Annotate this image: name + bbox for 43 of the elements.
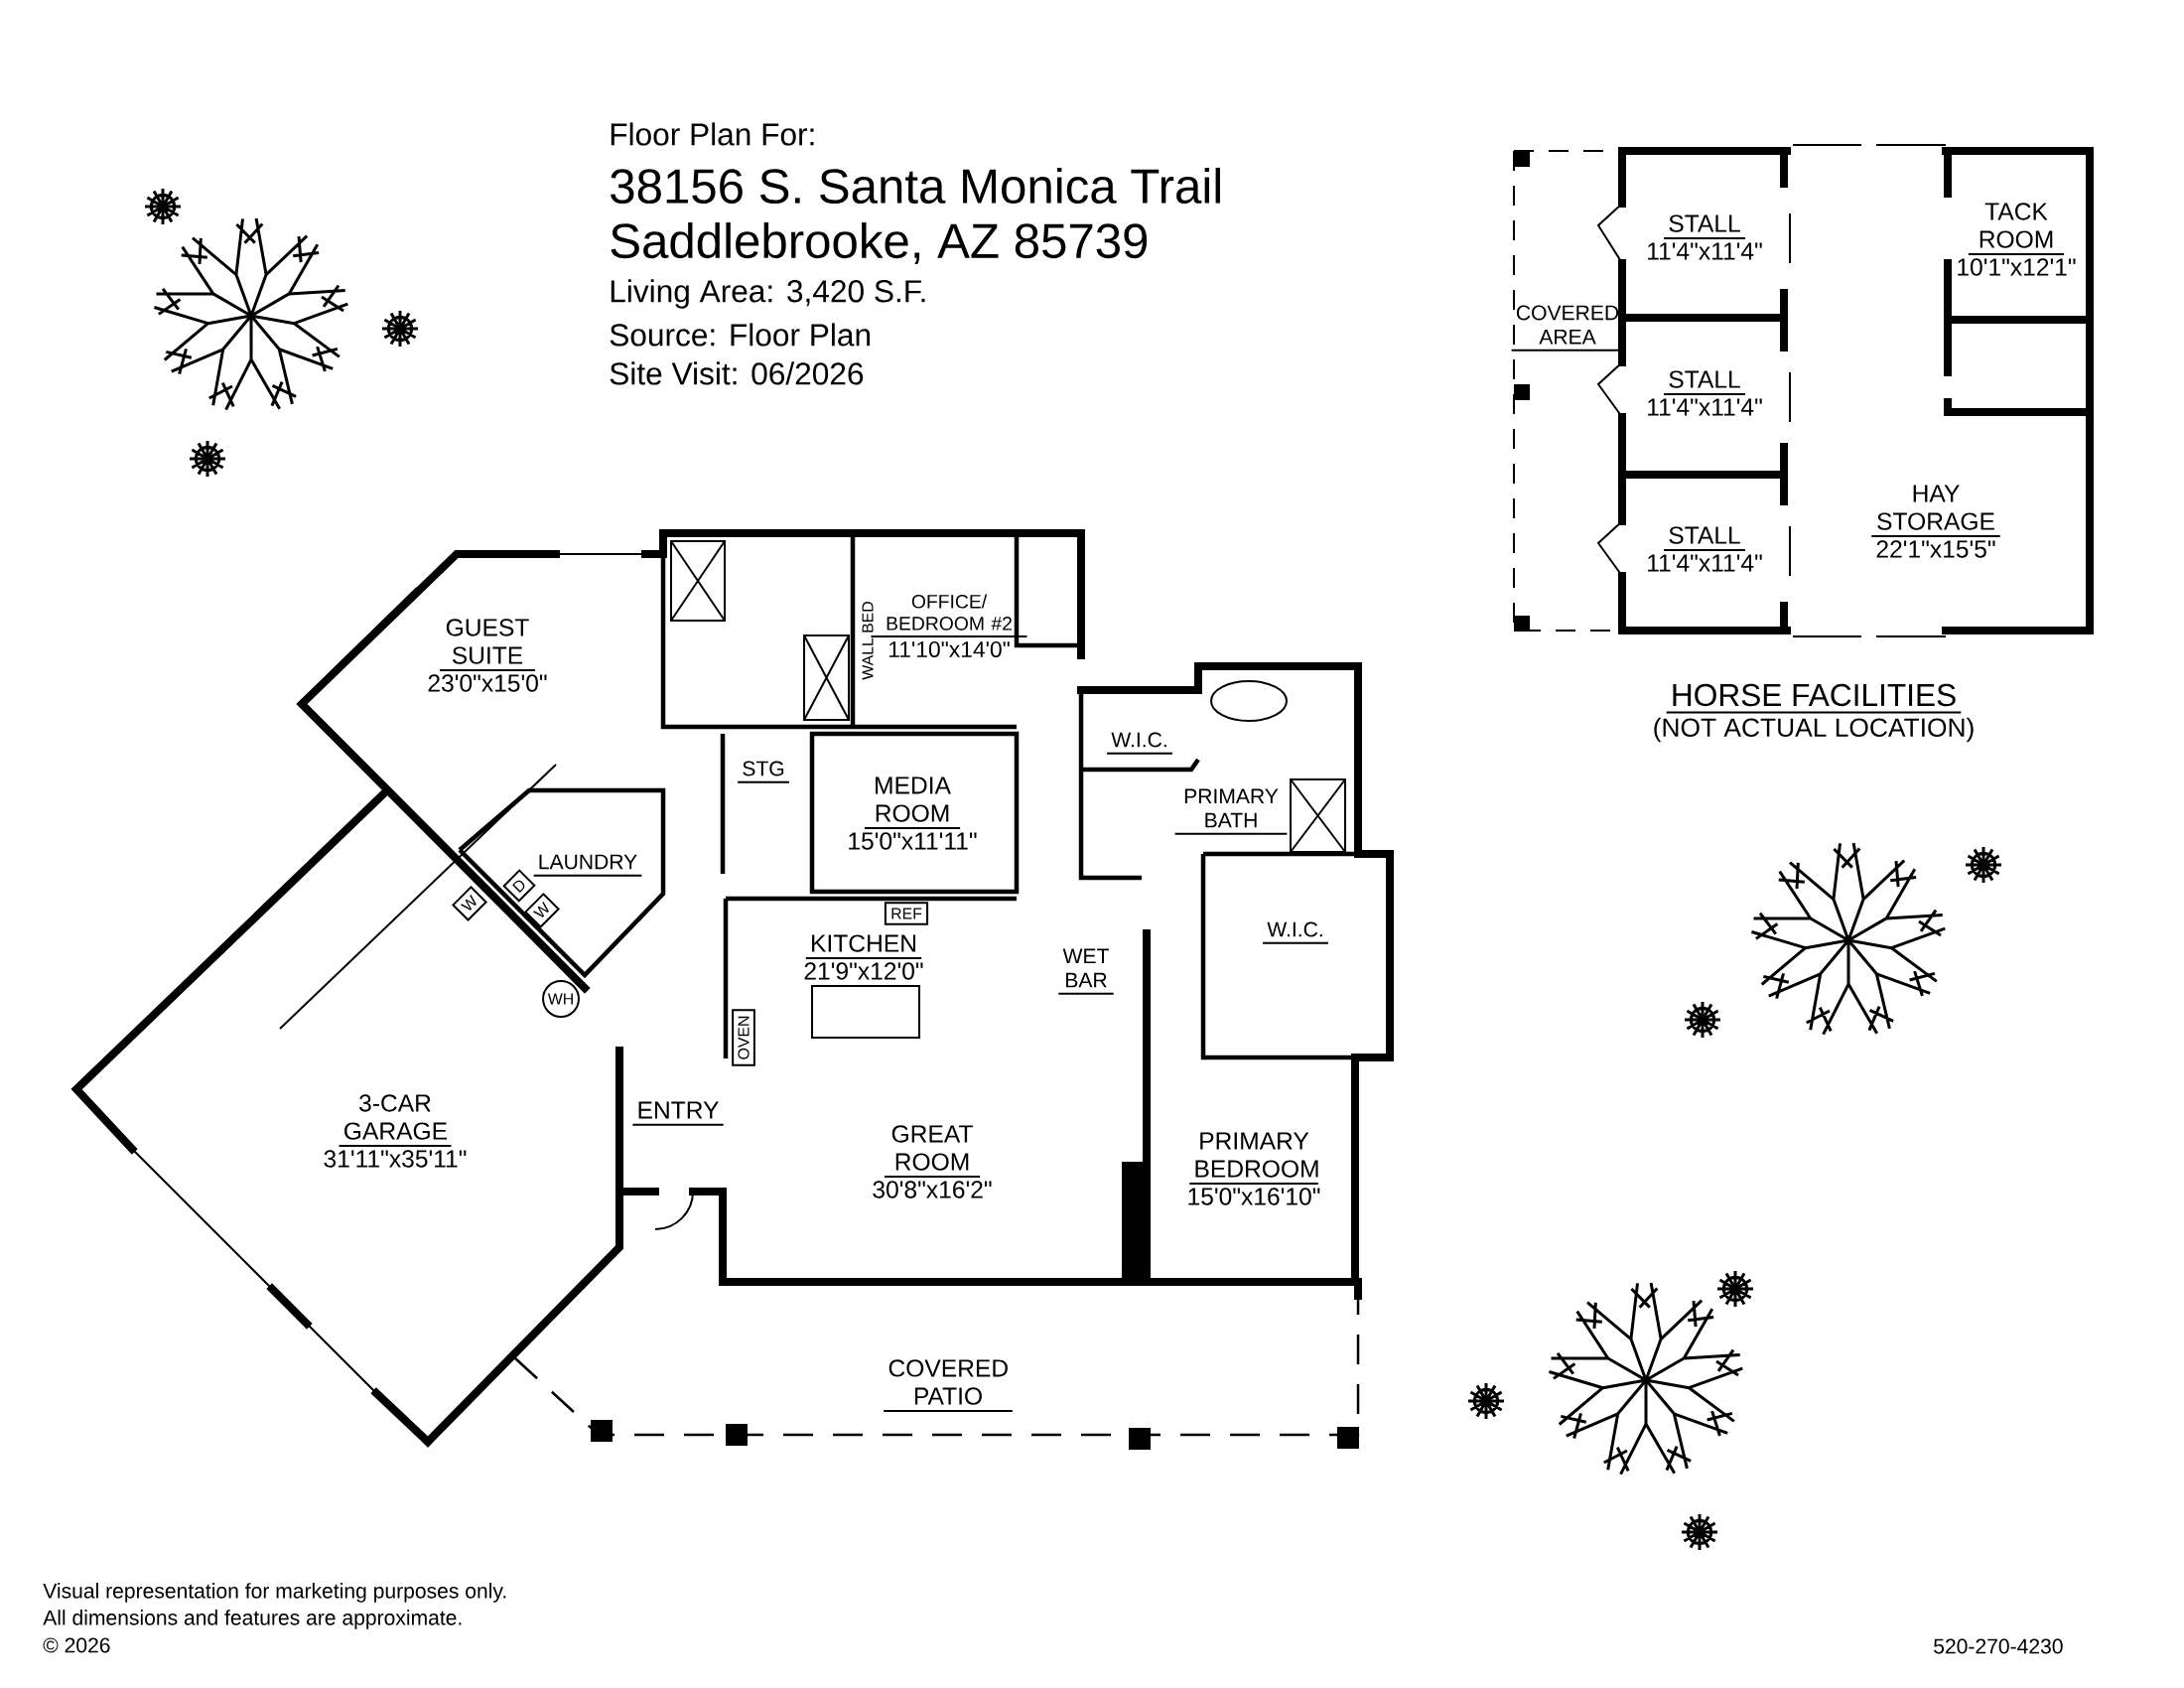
room-label: COVERED AREA [1510, 305, 1625, 352]
address-text: Saddlebrooke, AZ 85739 [611, 222, 1148, 264]
info-text: Living Area: 3,420 S.F. [611, 279, 925, 309]
room-dimensions: 11'4"x11'4" [1648, 398, 1762, 416]
room-label: PRIMARY BATH [1173, 788, 1289, 835]
room-label: GUEST SUITE [438, 619, 537, 672]
room-label: STALL [1663, 370, 1746, 396]
copyright-text: © 2026 [43, 1637, 110, 1653]
room-dimensions: 22'1"x15'5" [1876, 540, 1995, 558]
room-dimensions: 10'1"x12'1" [1958, 258, 2076, 276]
room-dimensions: 11'4"x11'4" [1648, 554, 1762, 572]
room-dimensions: 21'9"x12'0" [804, 962, 923, 980]
room-label: STG [737, 761, 790, 783]
room-dimensions: 15'0"x11'11" [849, 832, 977, 850]
heading-text: Floor Plan For: [611, 122, 814, 146]
room-label: PRIMARY BEDROOM [1188, 1132, 1319, 1186]
room-dimensions: 11'4"x11'4" [1648, 242, 1762, 260]
room-label: W.I.C. [1106, 732, 1173, 755]
disclaimer-text: All dimensions and features are approximate. [43, 1610, 462, 1629]
room-label: 3-CAR GARAGE [338, 1094, 453, 1148]
info-text: Site Visit: 06/2026 [610, 361, 864, 385]
room-label: COVERED PATIO [883, 1359, 1014, 1413]
room-label: HAY STORAGE [1870, 485, 2001, 538]
room-dimensions: 30'8"x16'2" [873, 1181, 992, 1198]
room-dimensions: 31'11"x35'11" [324, 1150, 467, 1168]
room-label: WET BAR [1057, 948, 1115, 995]
disclaimer-text: Visual representation for marketing purposes only. [43, 1583, 506, 1603]
section-note: (NOT ACTUAL LOCATION) [1654, 717, 1974, 743]
section-heading: HORSE FACILITIES [1665, 683, 1963, 714]
room-label: GREAT ROOM [883, 1125, 982, 1179]
room-dimensions: 11'10"x14'0" [888, 640, 1010, 658]
room-label: W.I.C. [1262, 921, 1329, 944]
room-dimensions: 15'0"x16'10" [1188, 1188, 1320, 1205]
room-label: KITCHEN [804, 934, 923, 960]
room-label: STALL [1663, 526, 1746, 552]
phone-number: 520-270-4230 [1934, 1638, 2063, 1654]
room-label: STALL [1663, 214, 1746, 240]
room-label: MEDIA ROOM [863, 776, 962, 830]
room-label: TACK ROOM [1967, 203, 2066, 256]
address-text: 38156 S. Santa Monica Trail [611, 167, 1220, 205]
info-text: Source: Floor Plan [610, 323, 871, 347]
room-label: ENTRY [631, 1101, 725, 1126]
room-dimensions: 23'0"x15'0" [428, 674, 547, 692]
